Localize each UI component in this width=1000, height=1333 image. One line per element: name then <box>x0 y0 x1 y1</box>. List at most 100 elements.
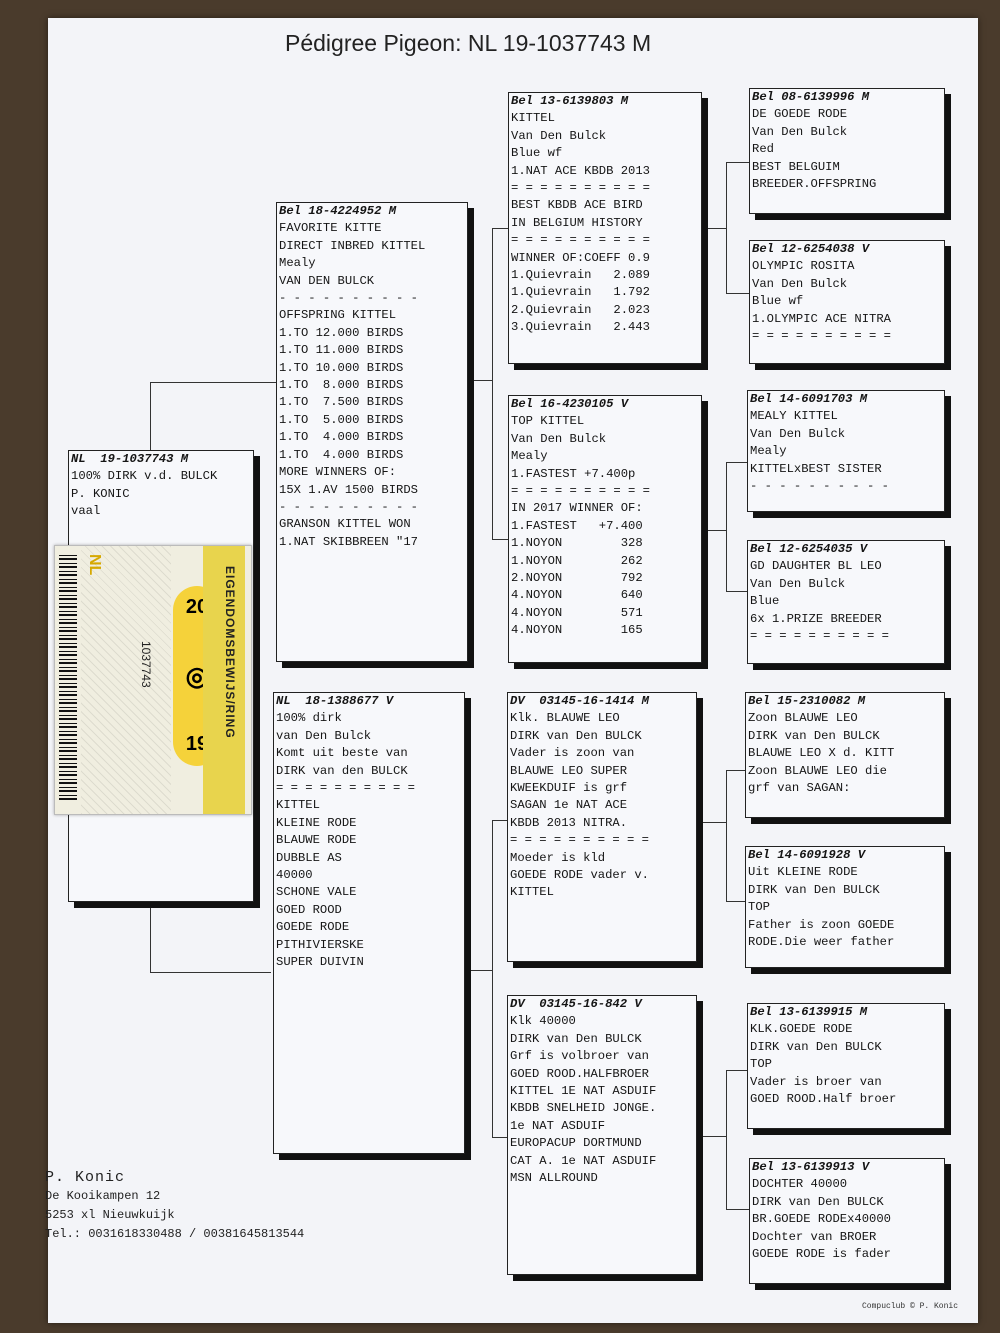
line: BEST BELGUIM <box>752 159 840 174</box>
pigeon-emblem-icon: ◎ <box>185 660 209 691</box>
pigeon-card-dsd: Bel 14-6091928 V Uit KLEINE RODE DIRK va… <box>745 846 945 968</box>
line: MEALY KITTEL <box>750 409 838 424</box>
pigeon-card-dds: Bel 13-6139915 M KLK.GOEDE RODE DIRK van… <box>747 1003 945 1129</box>
line: BLAUWE LEO X d. KITT <box>748 746 895 761</box>
line: 1.FASTEST +7.400p <box>511 466 636 481</box>
pigeon-card-ddd: Bel 13-6139913 V DOCHTER 40000 DIRK van … <box>749 1158 945 1284</box>
line: Vader is zoon van <box>510 746 635 761</box>
pigeon-card-dam-sire: DV 03145-16-1414 M Klk. BLAUWE LEO DIRK … <box>507 692 697 962</box>
line: KWEEKDUIF is grf <box>510 781 628 796</box>
line: = = = = = = = = = = <box>750 629 889 644</box>
line: DIRK van Den BULCK <box>752 1194 884 1209</box>
line: WINNER OF:COEFF 0.9 <box>511 250 650 265</box>
software-credit: Compuclub © P. Konic <box>861 1302 958 1311</box>
line: 1.Quievrain 2.089 <box>511 268 650 283</box>
connector-dd-vertical <box>726 1070 749 1210</box>
line: Van Den Bulck <box>752 124 848 139</box>
ring-number: Bel 13-6139913 V <box>752 1160 870 1174</box>
pigeon-card-dam-dam: DV 03145-16-842 V Klk 40000 DIRK van Den… <box>507 995 697 1275</box>
line: 1.TO 11.000 BIRDS <box>279 343 404 358</box>
line: 1.FASTEST +7.400 <box>511 518 643 533</box>
line: 1.NAT ACE KBDB 2013 <box>511 163 650 178</box>
line: 4.NOYON 165 <box>511 623 643 638</box>
line: - - - - - - - - - - <box>750 479 889 494</box>
line: DIRK van Den BULCK <box>510 1031 642 1046</box>
line: van Den Bulck <box>276 728 372 743</box>
line: P. KONIC <box>71 486 130 501</box>
line: KLEINE RODE <box>276 815 357 830</box>
line: DE GOEDE RODE <box>752 107 848 122</box>
line: DIRK van Den BULCK <box>748 882 880 897</box>
line: 1.TO 4.000 BIRDS <box>279 447 404 462</box>
connector-sd-branch <box>703 530 726 531</box>
line: - - - - - - - - - - <box>279 499 418 514</box>
year-bottom: 19 <box>185 733 209 755</box>
owner-name: P. Konic <box>45 1169 126 1186</box>
connector-ds-branch <box>697 822 726 823</box>
line: GOEDE RODE vader v. <box>510 868 649 883</box>
line: 1.TO 7.500 BIRDS <box>279 395 404 410</box>
line: 15X 1.AV 1500 BIRDS <box>279 482 418 497</box>
owner-address-street: De Kooikampen 12 <box>45 1189 161 1203</box>
line: Father is zoon GOEDE <box>748 917 895 932</box>
line: = = = = = = = = = = <box>752 329 891 344</box>
line: MSN ALLROUND <box>510 1171 598 1186</box>
line: 1.Quievrain 1.792 <box>511 285 650 300</box>
line: 4.NOYON 571 <box>511 605 643 620</box>
line: DOCHTER 40000 <box>752 1177 848 1192</box>
ring-number: NL 18-1388677 V <box>276 694 394 708</box>
line: BLAUWE LEO SUPER <box>510 763 628 778</box>
pigeon-card-sds: Bel 14-6091703 M MEALY KITTEL Van Den Bu… <box>747 390 945 512</box>
connector-sire-branch <box>470 380 492 381</box>
line: PITHIVIERSKE <box>276 937 364 952</box>
connector-sd-vertical <box>726 462 749 592</box>
line: IN 2017 WINNER OF: <box>511 501 643 516</box>
line: DUBBLE AS <box>276 850 342 865</box>
line: BREEDER.OFFSPRING <box>752 177 877 192</box>
line: vaal <box>71 504 101 519</box>
line: TOP KITTEL <box>511 414 585 429</box>
line: 2.NOYON 792 <box>511 571 643 586</box>
line: Van Den Bulck <box>750 576 846 591</box>
line: Zoon BLAUWE LEO die <box>748 763 887 778</box>
line: TOP <box>750 1057 772 1072</box>
pigeon-card-ssd: Bel 12-6254038 V OLYMPIC ROSITA Van Den … <box>749 240 945 364</box>
owner-address-city: 5253 xl Nieuwkuijk <box>45 1208 175 1222</box>
line: 1e NAT ASDUIF <box>510 1118 606 1133</box>
pigeon-card-sire-dam: Bel 16-4230105 V TOP KITTEL Van Den Bulc… <box>508 395 702 663</box>
line: GD DAUGHTER BL LEO <box>750 559 882 574</box>
line: KITTEL <box>510 885 554 900</box>
pigeon-card-dam: NL 18-1388677 V 100% dirk van Den Bulck … <box>273 692 465 1154</box>
line: GOED ROOD <box>276 902 342 917</box>
connector-dam-branch <box>465 970 492 971</box>
line: 1.NAT SKIBBREEN "17 <box>279 534 418 549</box>
line: grf van SAGAN: <box>748 781 851 796</box>
line: KITTEL 1E NAT ASDUIF <box>510 1084 657 1099</box>
line: 3.Quievrain 2.443 <box>511 320 650 335</box>
line: BLAUWE RODE <box>276 833 357 848</box>
line: SAGAN 1e NAT ACE <box>510 798 628 813</box>
line: Blue wf <box>752 294 804 309</box>
line: Van Den Bulck <box>752 276 848 291</box>
line: Van Den Bulck <box>511 128 607 143</box>
owner-phone: Tel.: 0031618330488 / 00381645813544 <box>45 1227 305 1241</box>
line: CAT A. 1e NAT ASDUIF <box>510 1153 657 1168</box>
ring-number: Bel 18-4224952 M <box>279 204 397 218</box>
line: = = = = = = = = = = <box>510 833 649 848</box>
ring-number: DV 03145-16-1414 M <box>510 694 649 708</box>
ring-number: Bel 08-6139996 M <box>752 90 870 104</box>
ring-number: Bel 12-6254038 V <box>752 242 870 256</box>
line: DIRK van Den BULCK <box>750 1039 882 1054</box>
line: GOED ROOD.HALFBROER <box>510 1066 649 1081</box>
line: Mealy <box>511 449 548 464</box>
line: TOP <box>748 900 770 915</box>
line: = = = = = = = = = = <box>511 233 650 248</box>
line: 4.NOYON 640 <box>511 588 643 603</box>
line: BR.GOEDE RODEx40000 <box>752 1212 891 1227</box>
pigeon-card-sire-sire: Bel 13-6139803 M KITTEL Van Den Bulck Bl… <box>508 92 702 364</box>
line: Klk 40000 <box>510 1014 576 1029</box>
ring-number: Bel 12-6254035 V <box>750 542 868 556</box>
barcode-icon <box>59 552 77 800</box>
ring-number: Bel 15-2310082 M <box>748 694 866 708</box>
line: Van Den Bulck <box>511 431 607 446</box>
